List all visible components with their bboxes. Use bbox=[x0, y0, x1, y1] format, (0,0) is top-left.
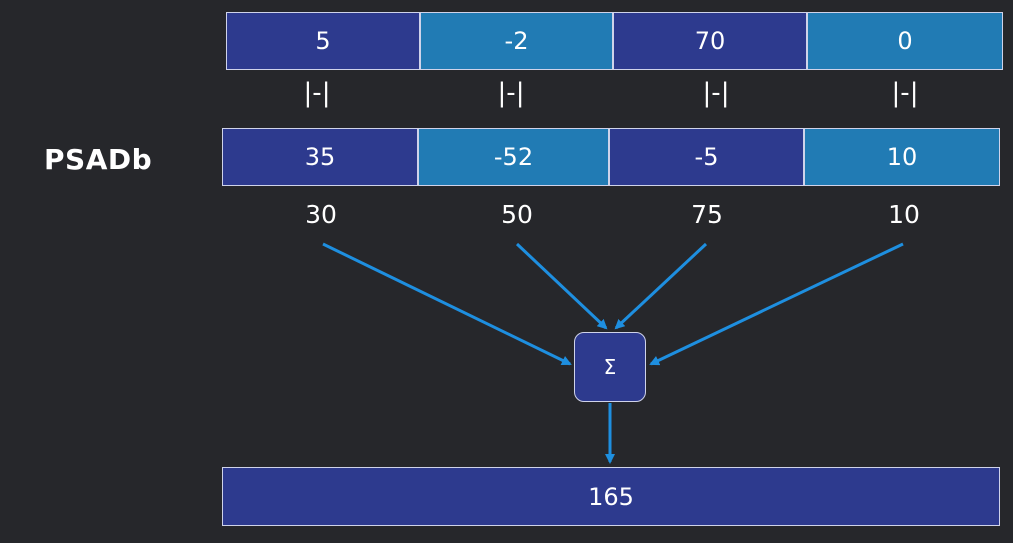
instruction-label: PSADb bbox=[44, 143, 153, 176]
row-b-cell-3: -5 bbox=[609, 128, 804, 186]
sum-symbol: Σ bbox=[603, 355, 617, 379]
sum-node: Σ bbox=[574, 332, 646, 402]
arrow-diff-1 bbox=[322, 242, 572, 366]
abs-diff-1: 30 bbox=[305, 200, 337, 229]
abs-diff-2: 50 bbox=[501, 200, 533, 229]
abs-diff-3: 75 bbox=[691, 200, 723, 229]
abs-op-2: |-| bbox=[497, 78, 525, 108]
arrow-diff-2 bbox=[515, 242, 608, 330]
row-a-cell-1: 5 bbox=[226, 12, 420, 70]
abs-op-4: |-| bbox=[891, 78, 919, 108]
result-cell: 165 bbox=[222, 467, 1000, 526]
arrow-diff-4 bbox=[649, 242, 904, 366]
row-b-cell-1: 35 bbox=[222, 128, 418, 186]
row-b-cell-4: 10 bbox=[804, 128, 1000, 186]
row-a-cell-2: -2 bbox=[420, 12, 613, 70]
row-b-cell-2: -52 bbox=[418, 128, 609, 186]
row-a-cell-3: 70 bbox=[613, 12, 807, 70]
row-a-cell-4: 0 bbox=[807, 12, 1003, 70]
arrow-diff-3 bbox=[614, 242, 708, 330]
abs-diff-4: 10 bbox=[888, 200, 920, 229]
abs-op-1: |-| bbox=[303, 78, 331, 108]
abs-op-3: |-| bbox=[702, 78, 730, 108]
